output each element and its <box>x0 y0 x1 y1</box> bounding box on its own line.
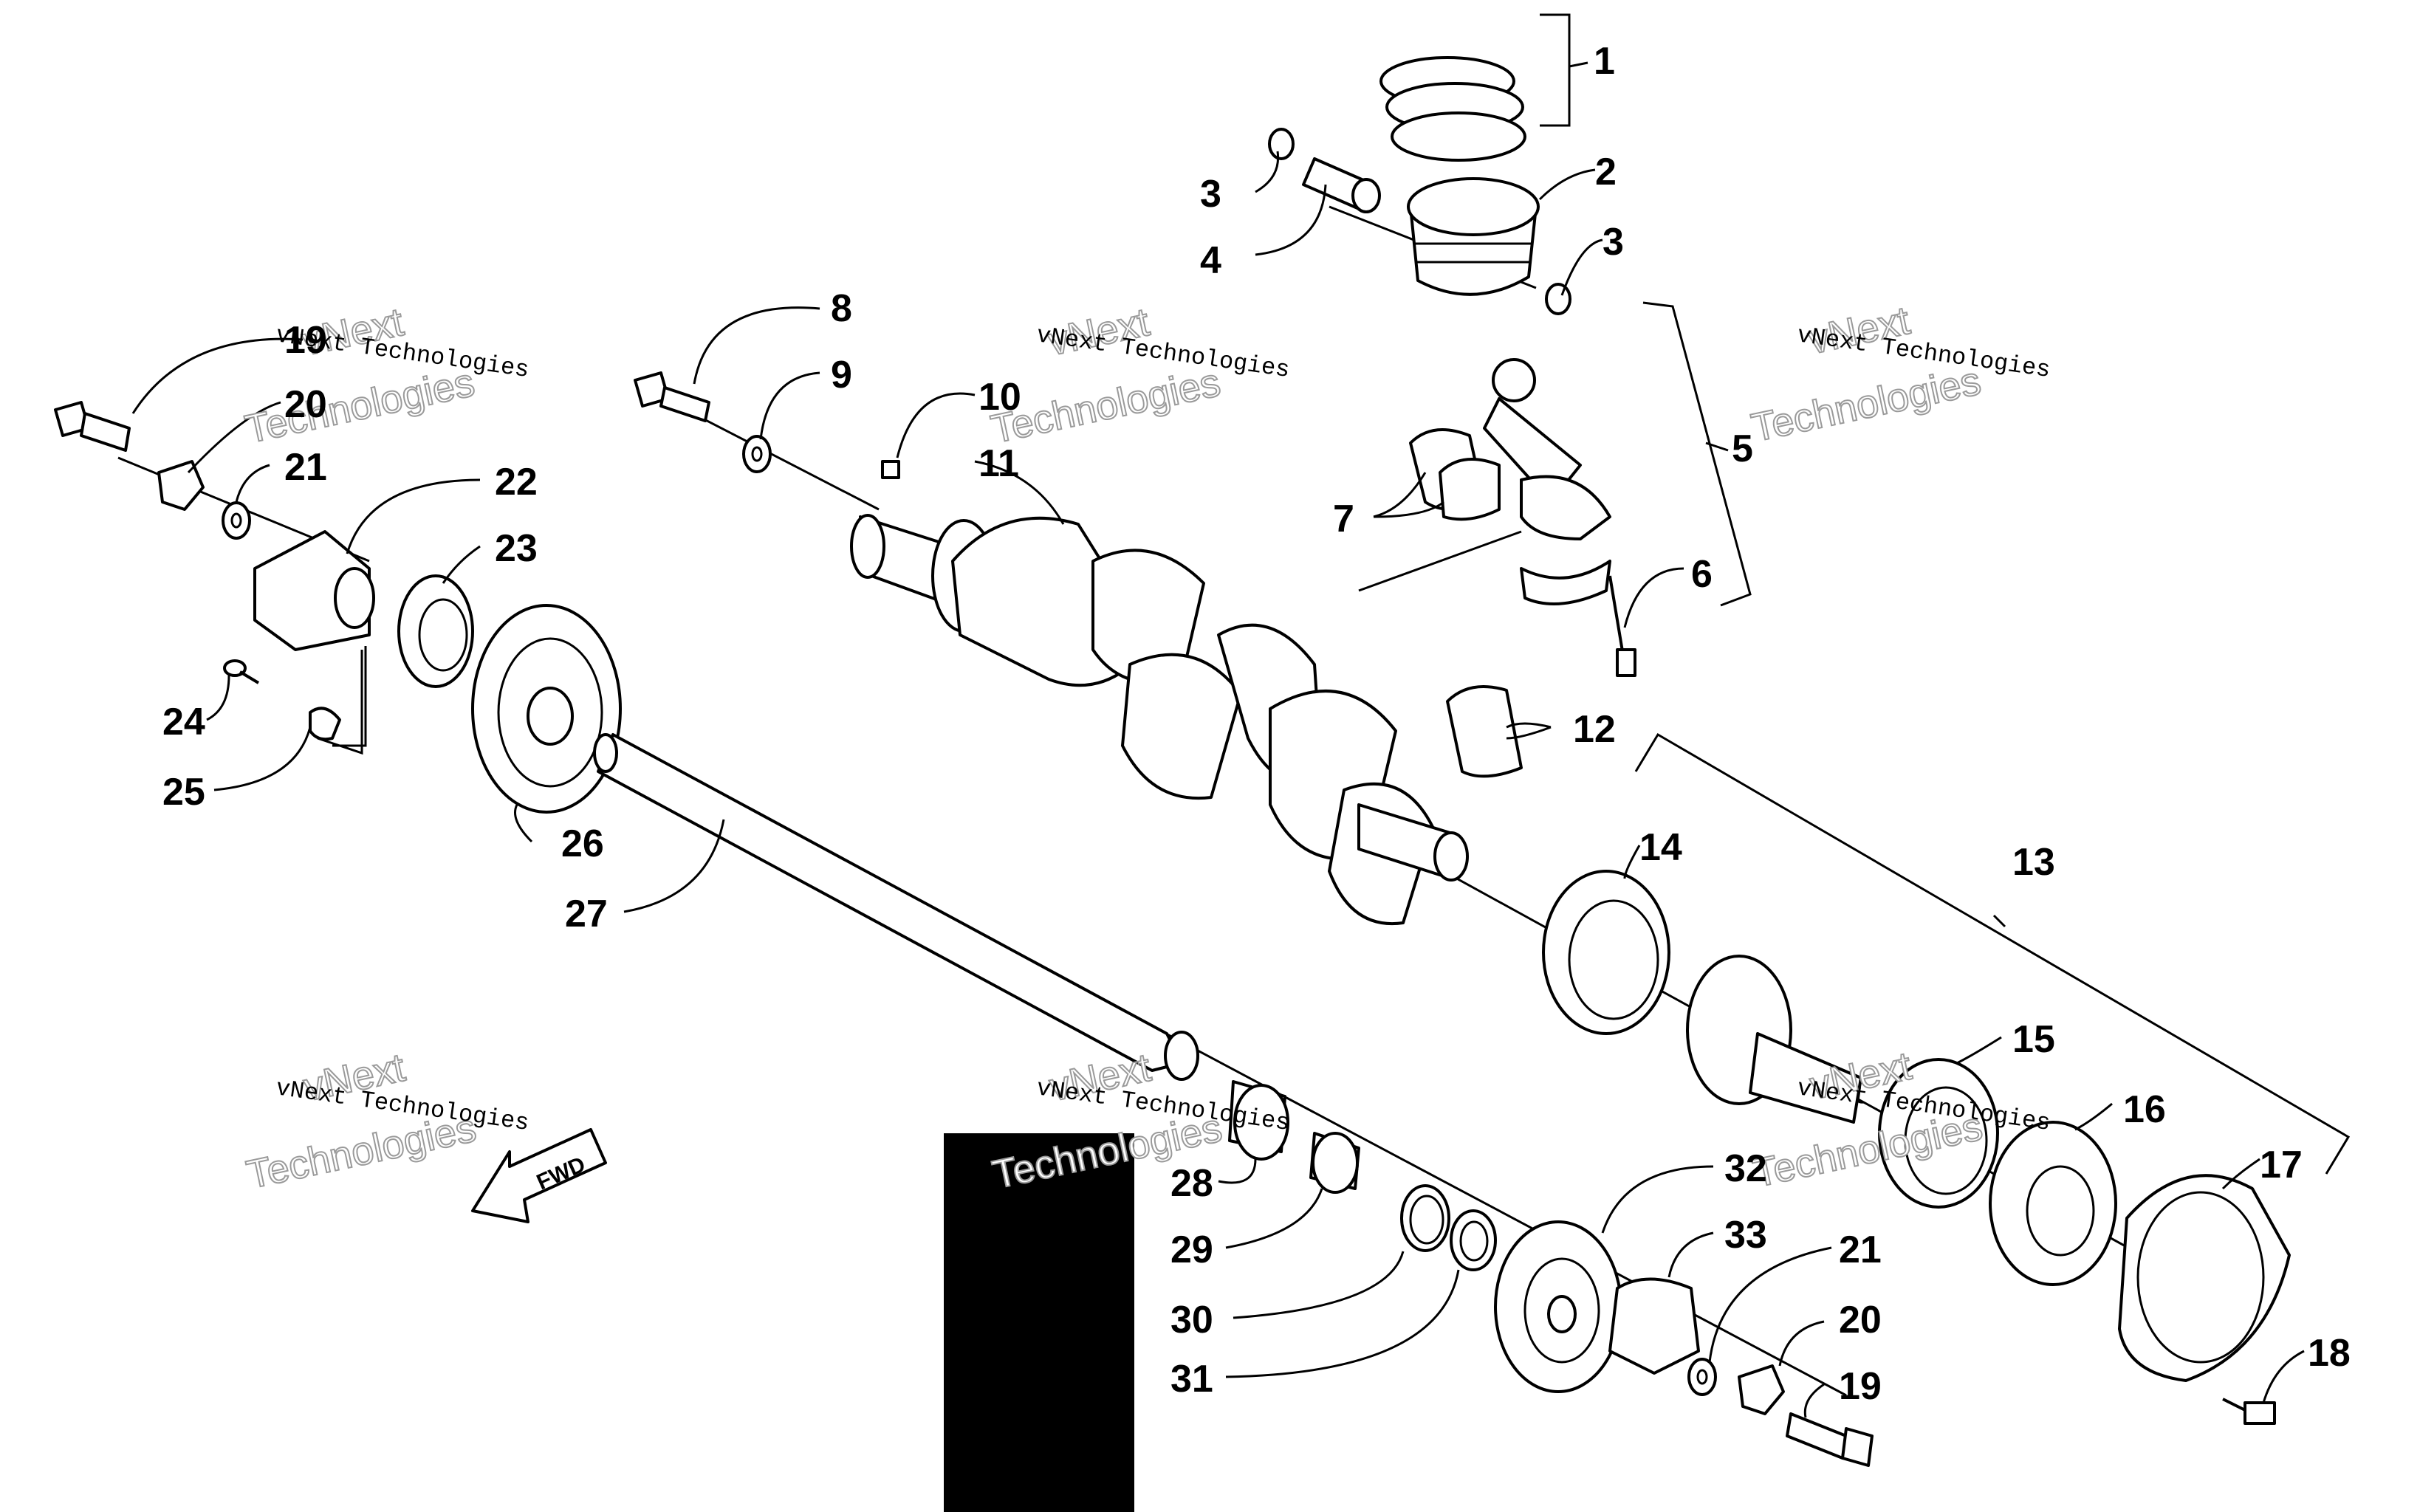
svg-text:Technologies: Technologies <box>241 360 479 452</box>
callout-10: 10 <box>978 376 1021 419</box>
callout-15: 15 <box>2012 1018 2055 1061</box>
callout-4: 4 <box>1200 239 1221 282</box>
bearing-16 <box>1989 1121 2117 1286</box>
callout-19a: 19 <box>284 319 327 362</box>
spacer-28 <box>1228 1080 1289 1161</box>
callout-19b: 19 <box>1839 1365 1882 1408</box>
balancer-shaft-27 <box>593 733 1199 1081</box>
piston <box>1407 177 1540 296</box>
callout-14: 14 <box>1639 826 1682 869</box>
bolt-18 <box>2222 1398 2276 1425</box>
callout-21b: 21 <box>1839 1228 1882 1271</box>
callout-32: 32 <box>1724 1147 1767 1190</box>
washer-21-right <box>1687 1358 1717 1396</box>
washer-21-left <box>222 501 251 540</box>
svg-text:Technologies: Technologies <box>1748 359 1985 450</box>
callout-30: 30 <box>1170 1299 1213 1341</box>
seal-15 <box>1878 1058 1999 1209</box>
callout-5: 5 <box>1732 427 1753 470</box>
lock-tab-20-left <box>157 460 205 511</box>
fwd-arrow: FWD <box>471 1128 607 1223</box>
callout-13: 13 <box>2012 841 2055 884</box>
lock-tab-20-right <box>1738 1364 1785 1415</box>
callout-18: 18 <box>2308 1332 2351 1375</box>
callout-6: 6 <box>1691 553 1713 596</box>
screw-24 <box>223 659 260 684</box>
callout-9: 9 <box>831 354 852 396</box>
gear-32 <box>1494 1220 1622 1393</box>
redaction-block <box>944 1133 1134 1512</box>
bolt-19-left <box>54 401 131 452</box>
balancer-gear-26 <box>471 604 622 814</box>
callout-3b: 3 <box>1603 221 1624 264</box>
callout-24: 24 <box>162 701 205 743</box>
retainer-25 <box>309 707 341 741</box>
needle-bearing-29 <box>1309 1132 1360 1194</box>
callout-27: 27 <box>565 893 608 935</box>
washer-9 <box>742 435 772 473</box>
bearing-housing-17 <box>2118 1174 2291 1382</box>
callout-28: 28 <box>1170 1162 1213 1205</box>
callout-33: 33 <box>1724 1214 1767 1257</box>
callout-2: 2 <box>1595 151 1617 193</box>
bracket-5 <box>1642 301 1752 607</box>
bracket-1 <box>1540 13 1588 127</box>
callout-8: 8 <box>831 287 852 330</box>
callout-17: 17 <box>2260 1144 2303 1186</box>
bolt-8 <box>634 371 710 422</box>
callout-1: 1 <box>1594 40 1615 83</box>
main-bearings <box>1446 685 1523 778</box>
weight-33 <box>1608 1277 1700 1375</box>
callout-7: 7 <box>1333 498 1354 540</box>
callout-29: 29 <box>1170 1228 1213 1271</box>
crankshaft <box>850 460 1469 926</box>
svg-text:Technologies: Technologies <box>987 360 1224 452</box>
callout-numbers: 1 2 3 3 4 5 6 7 8 9 10 11 12 13 14 15 16… <box>162 40 2351 1408</box>
piston-pin <box>1302 157 1381 213</box>
thrust-washer-31 <box>1450 1209 1497 1271</box>
callout-20b: 20 <box>1839 1299 1882 1341</box>
watermark-top-center: vNext Technologies <box>987 299 1225 453</box>
bracket-13 <box>1634 732 2351 1175</box>
callout-23: 23 <box>495 527 538 570</box>
output-gear-13 <box>1686 955 1862 1124</box>
connecting-rod <box>1483 358 1636 677</box>
callout-25: 25 <box>162 771 205 814</box>
leader-lines <box>131 151 2305 1418</box>
bearing-14 <box>1542 870 1670 1035</box>
callout-16: 16 <box>2123 1088 2166 1131</box>
bracket-24-25 <box>332 646 367 747</box>
callout-31: 31 <box>1170 1358 1213 1401</box>
callout-22: 22 <box>495 461 538 504</box>
callout-21a: 21 <box>284 446 327 489</box>
bolt-19-right <box>1786 1412 1874 1467</box>
callout-20a: 20 <box>284 383 327 426</box>
svg-text:vNext: vNext <box>1805 298 1914 362</box>
bearing-23 <box>397 574 474 688</box>
callout-3a: 3 <box>1200 173 1221 216</box>
callout-12: 12 <box>1573 708 1616 751</box>
callout-26: 26 <box>561 822 604 865</box>
piston-rings <box>1379 56 1526 162</box>
balancer-weight-22 <box>253 530 375 651</box>
callout-11: 11 <box>978 442 1019 485</box>
snap-ring-30 <box>1400 1184 1450 1252</box>
